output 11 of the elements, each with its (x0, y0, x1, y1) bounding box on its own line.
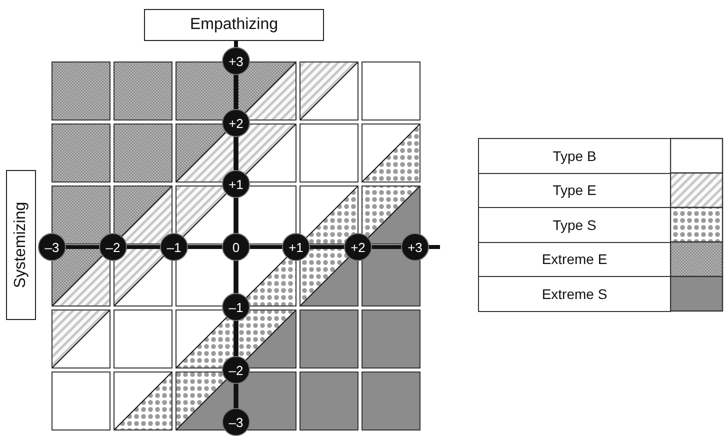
axis-title: Systemizing (12, 202, 30, 288)
axis-title-box (144, 9, 324, 41)
legend-label: Extreme S (478, 276, 671, 312)
legend-label: Type B (478, 138, 671, 174)
legend-label: Type S (478, 207, 671, 242)
axis-tick-marker: –3 (38, 233, 66, 261)
axis-title-box (6, 170, 36, 320)
legend-label: Extreme E (478, 242, 671, 277)
legend-label: Type E (478, 172, 671, 208)
axis-title: Empathizing (190, 16, 278, 34)
axis-tick-marker: +3 (222, 47, 250, 75)
